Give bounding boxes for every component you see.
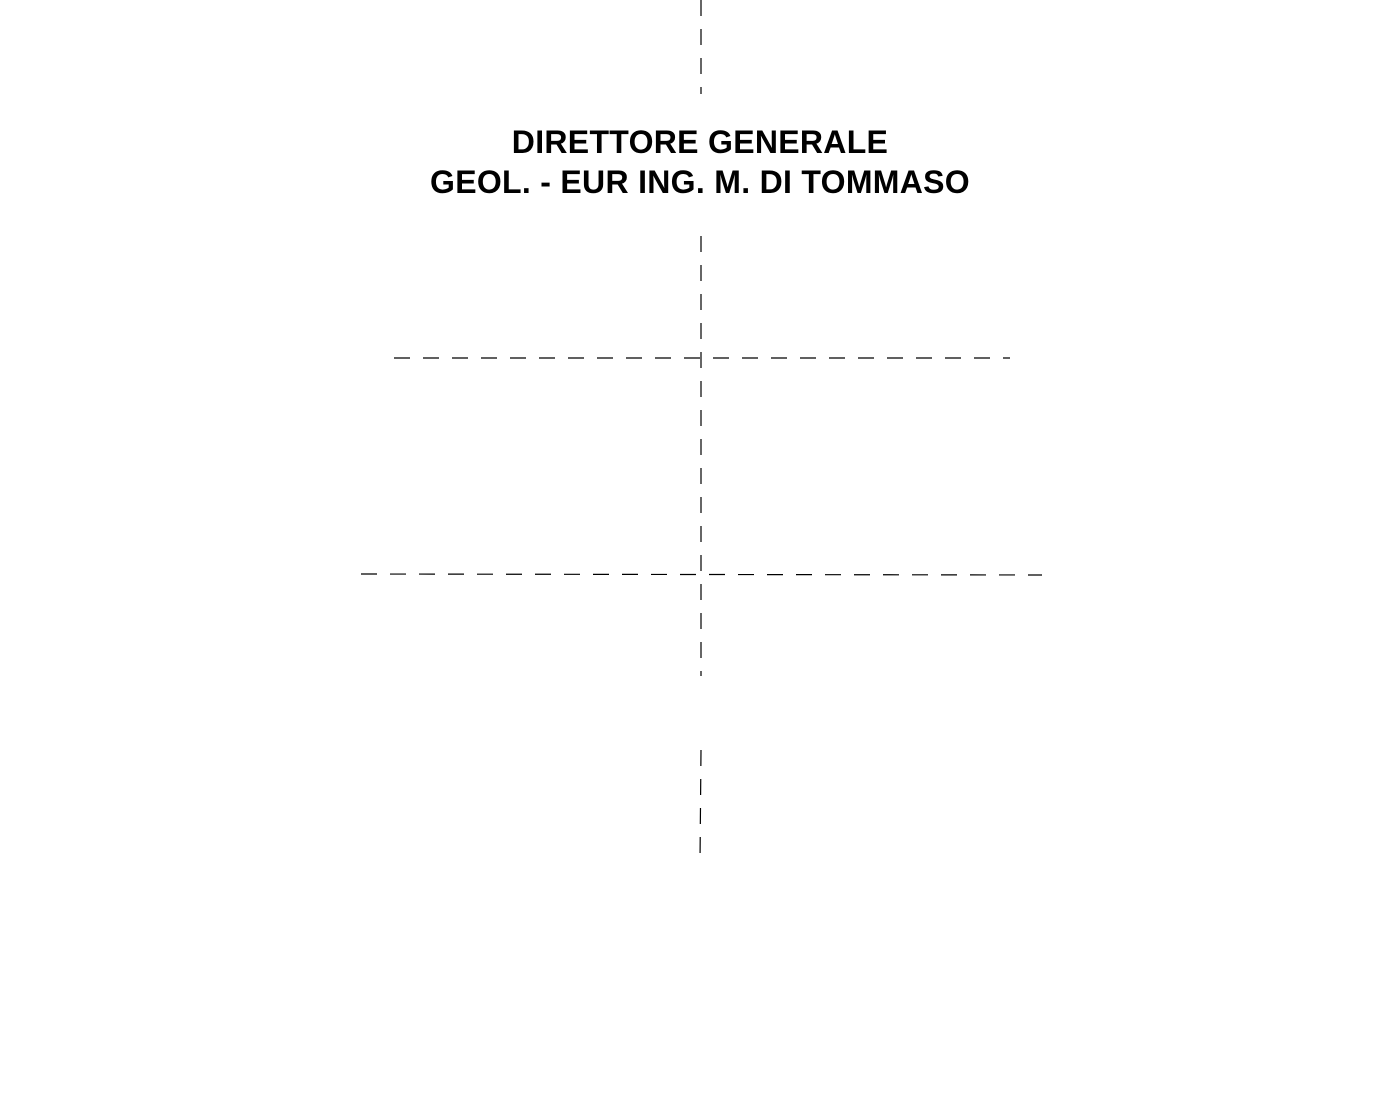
connector-horizontal-lower xyxy=(360,573,1043,576)
connector-trunk-lower xyxy=(699,749,702,863)
node-title: DIRETTORE GENERALE xyxy=(511,124,889,160)
director-general-node: DIRETTORE GENERALE GEOL. - EUR ING. M. D… xyxy=(300,122,1100,202)
node-person-name: GEOL. - EUR ING. M. DI TOMMASO xyxy=(430,164,970,200)
